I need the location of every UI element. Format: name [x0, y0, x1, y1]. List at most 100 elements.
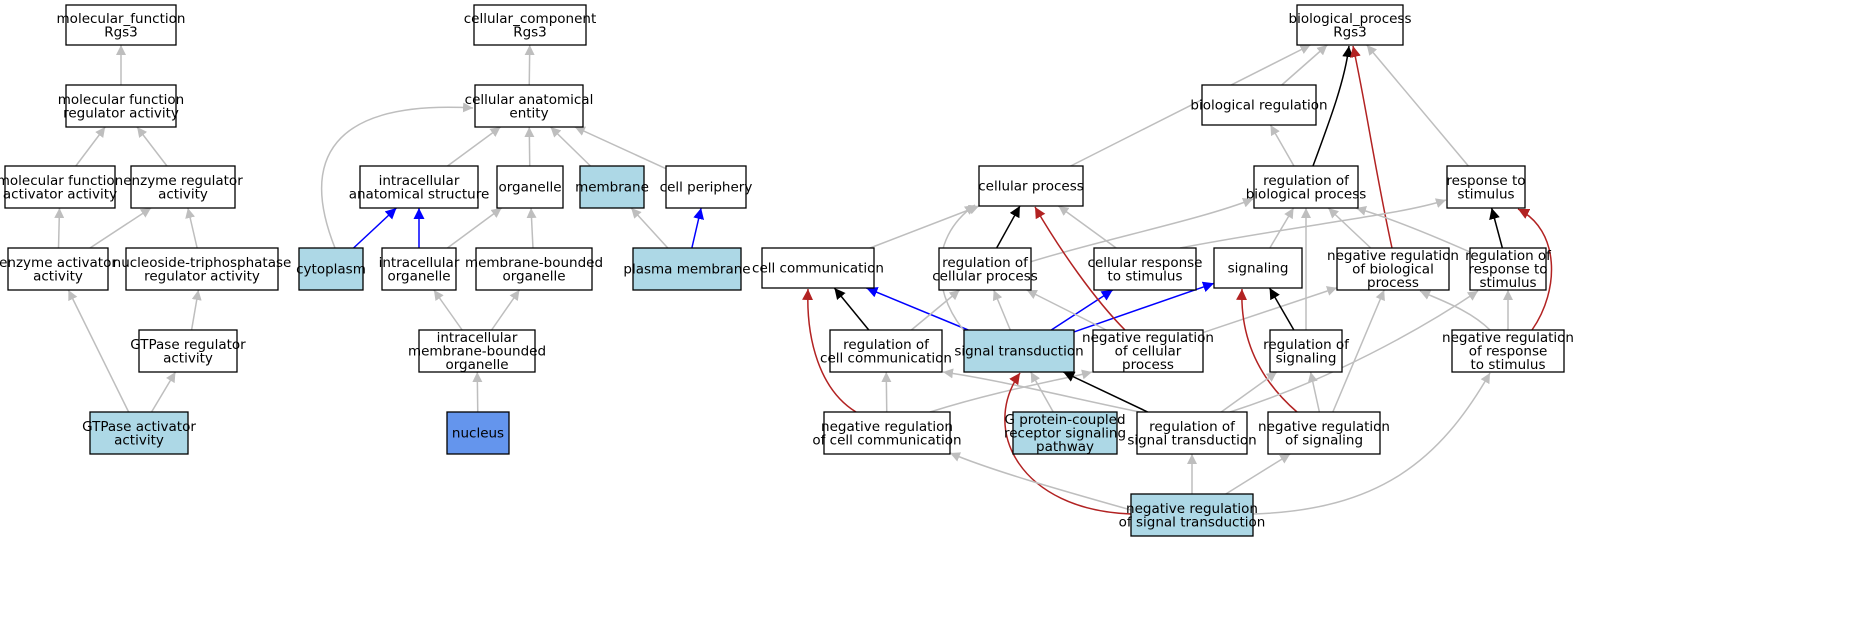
- node-box: [1296, 4, 1404, 46]
- edge-st-to-crs: [1050, 289, 1114, 331]
- node-box: [665, 165, 747, 209]
- node-box: [474, 84, 584, 128]
- edge-gtp_act-to-enz_act: [67, 289, 130, 413]
- node-signaling: signaling: [1213, 247, 1303, 289]
- node-box: [381, 247, 457, 291]
- edge-io-to-organelle: [446, 207, 503, 249]
- edge-negregsig-to-negregbp: [1332, 289, 1385, 413]
- node-box: [1336, 247, 1450, 291]
- node-nucleus: nucleus: [446, 411, 510, 455]
- node-box: [761, 247, 875, 289]
- edge-negregcp-to-cellproc: [1034, 206, 1126, 331]
- edge-regcc-to-regcp: [910, 289, 961, 331]
- node-bioreg: biological regulation: [1190, 84, 1328, 126]
- edge-ntp_reg-to-enz_reg: [185, 207, 198, 249]
- edge-mbo-to-organelle: [526, 207, 537, 249]
- edge-enz_act-to-enz_reg: [89, 207, 152, 249]
- edge-regbp-to-bioreg: [1269, 124, 1295, 167]
- node-box: [65, 4, 177, 46]
- node-label: plasma membrane: [623, 262, 750, 278]
- edge-st-to-cellcomm: [866, 287, 969, 331]
- node-label: biological regulation: [1190, 98, 1327, 114]
- node-box: [823, 411, 951, 455]
- node-cellproc: cellular process: [978, 165, 1084, 207]
- edge-regcp-to-regbp: [1029, 198, 1254, 263]
- edge-enz_act-to-mf_act: [54, 207, 65, 249]
- node-membrane: membrane: [575, 165, 649, 209]
- edge-signaling-to-regbp: [1269, 207, 1295, 249]
- node-box: [1136, 411, 1248, 455]
- edge-negregcp-to-negregbp: [1202, 286, 1338, 334]
- edge-ias-to-cae: [447, 126, 501, 167]
- node-box: [1093, 247, 1197, 291]
- node-st: signal transduction: [954, 329, 1084, 373]
- node-cytoplasm: cytoplasm: [296, 247, 366, 291]
- node-periphery: cell periphery: [660, 165, 753, 209]
- node-box: [1253, 165, 1359, 209]
- node-label: cell periphery: [660, 180, 753, 196]
- edge-gtp_reg-to-ntp_reg: [190, 289, 202, 331]
- edge-cellcomm-to-cellproc: [869, 204, 980, 249]
- edge-imbo-to-mbo: [490, 289, 521, 331]
- node-label: cellular process: [978, 179, 1084, 195]
- node-box: [1213, 247, 1303, 289]
- edge-crs-to-cellproc: [1058, 205, 1117, 249]
- edge-cellproc-to-bp_root: [1070, 44, 1311, 167]
- edge-pm-to-periphery: [691, 207, 705, 249]
- edge-st-to-signaling: [1073, 281, 1215, 333]
- node-box: [496, 165, 564, 209]
- edge-regcc-to-cellcomm: [833, 287, 870, 331]
- node-organelle: organelle: [496, 165, 564, 209]
- node-label: signal transduction: [954, 344, 1083, 360]
- edge-regresp-to-resp: [1489, 207, 1504, 249]
- edge-regst-to-st: [1062, 371, 1149, 413]
- edge-crs-to-resp: [1179, 198, 1447, 249]
- node-box: [4, 165, 116, 209]
- edge-st-to-regcp: [992, 289, 1011, 331]
- node-box: [473, 4, 587, 46]
- edge-negregresp-to-negregbp: [1419, 290, 1491, 331]
- node-box: [1446, 165, 1526, 209]
- edge-mf_act-to-mf_reg: [75, 126, 106, 167]
- node-box: [418, 329, 536, 373]
- edge-cytoplasm-to-ias: [353, 207, 397, 249]
- node-label: nucleus: [452, 426, 504, 442]
- node-label: cytoplasm: [296, 262, 366, 278]
- edge-regst-to-regresp: [1229, 290, 1479, 413]
- edge-negregcc-to-cellcomm: [802, 288, 857, 413]
- node-box: [1269, 329, 1343, 373]
